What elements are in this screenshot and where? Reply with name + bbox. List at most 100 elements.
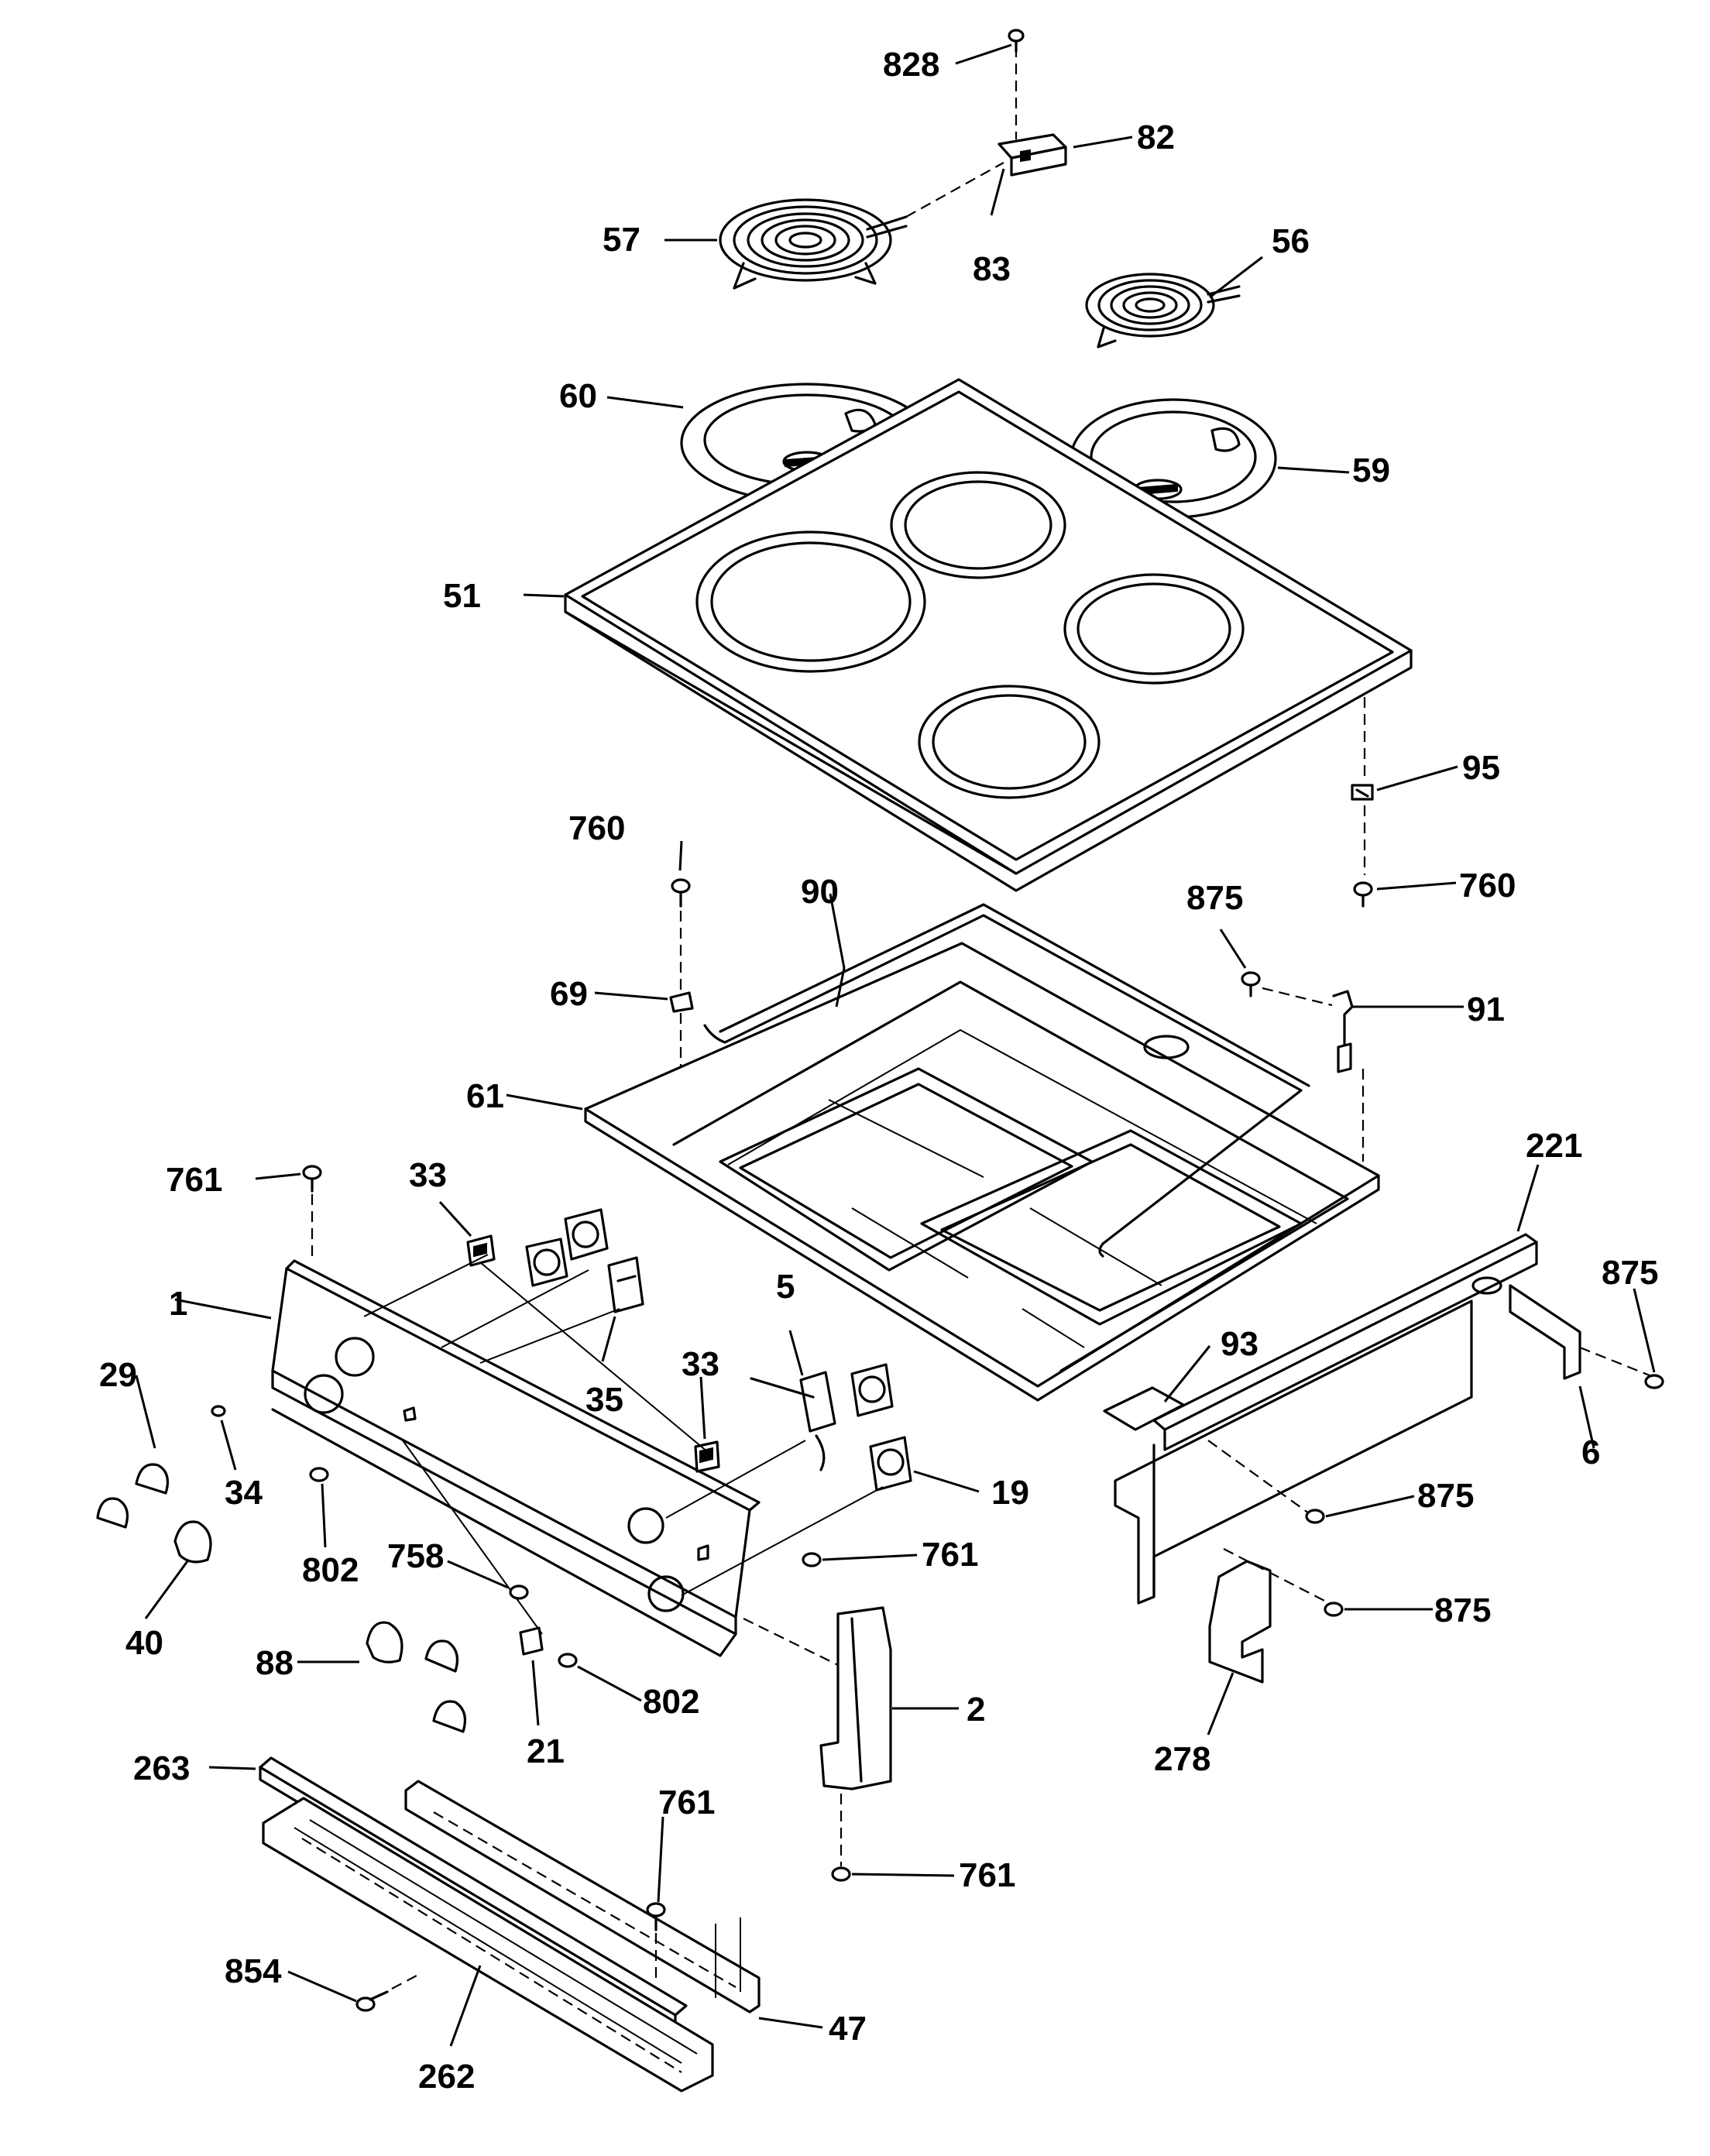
- callout-802-right: 802: [643, 1683, 699, 1721]
- knob-88c: [432, 1700, 466, 1733]
- cooktop-51: [564, 378, 1413, 892]
- screw-761-top: [302, 1165, 322, 1193]
- callout-35: 35: [585, 1381, 623, 1419]
- callout-278: 278: [1154, 1740, 1210, 1778]
- callout-875-low: 875: [1434, 1591, 1491, 1629]
- signal-light-21: [519, 1626, 544, 1656]
- callout-59: 59: [1352, 451, 1390, 489]
- callout-88: 88: [256, 1644, 294, 1682]
- callout-6: 6: [1581, 1433, 1600, 1471]
- screw-875-bottom-path: [1207, 1440, 1310, 1514]
- screw-875-low: [1324, 1602, 1344, 1617]
- callout-61: 61: [466, 1077, 504, 1115]
- clip-69: [669, 991, 694, 1013]
- screw-854-path: [391, 1974, 419, 1989]
- screw-760-right: [1353, 881, 1373, 908]
- callout-40: 40: [125, 1624, 163, 1662]
- screw-875-mid: [1305, 1509, 1325, 1524]
- screw-875-right-path: [1579, 1346, 1650, 1377]
- callout-69: 69: [550, 975, 588, 1013]
- callout-802-left: 802: [302, 1551, 359, 1589]
- support-rod-90: [703, 903, 1310, 1258]
- callout-5: 5: [776, 1268, 795, 1306]
- infinite-switch-upper-a: [564, 1208, 609, 1261]
- callout-262: 262: [418, 2058, 475, 2096]
- callout-854: 854: [225, 1952, 282, 1990]
- callout-21: 21: [527, 1732, 565, 1770]
- switch-33-mid: [694, 1440, 720, 1473]
- knob-40: [173, 1520, 212, 1564]
- callout-875-mid: 875: [1417, 1477, 1474, 1515]
- bracket-91: [1332, 990, 1354, 1073]
- screw-34: [211, 1405, 226, 1417]
- wiring-lines: [363, 1254, 884, 1635]
- callout-19: 19: [991, 1474, 1029, 1512]
- screw-761-trim: [646, 1902, 666, 1931]
- back-panel: [1103, 1299, 1473, 1605]
- callout-1: 1: [169, 1285, 187, 1323]
- callout-29: 29: [99, 1356, 137, 1394]
- callout-875-right: 875: [1602, 1254, 1658, 1292]
- end-cap-2-path: [743, 1618, 843, 1866]
- callout-761-lower: 761: [959, 1856, 1015, 1894]
- trim-47: [404, 1780, 761, 2014]
- callout-47: 47: [829, 2010, 867, 2048]
- callout-761-mid: 761: [922, 1536, 978, 1574]
- side-bracket-6: [1509, 1284, 1581, 1380]
- element-57-to-receptacle: [905, 162, 1004, 218]
- switch-35: [607, 1256, 644, 1313]
- end-cap-2: [819, 1606, 892, 1790]
- callout-56: 56: [1272, 222, 1310, 260]
- surface-element-57: [719, 198, 908, 290]
- screw-761-mid: [802, 1552, 822, 1567]
- vent-trim-262: [262, 1797, 714, 2092]
- knob-29a: [96, 1497, 129, 1529]
- callout-828-top: 828: [883, 46, 939, 84]
- bracket-278: [1208, 1560, 1272, 1684]
- screw-854: [355, 1990, 389, 2012]
- callout-90: 90: [801, 873, 839, 911]
- callout-83: 83: [973, 250, 1011, 288]
- callout-60: 60: [559, 377, 597, 415]
- knob-29b: [135, 1463, 169, 1495]
- callout-33-mid: 33: [682, 1345, 719, 1383]
- knob-88a: [366, 1621, 403, 1663]
- infinite-switch-19: [869, 1436, 912, 1492]
- callout-91: 91: [1467, 990, 1505, 1028]
- main-top-61: [584, 942, 1380, 1402]
- rail-221: [1152, 1233, 1538, 1451]
- screw-761-lower: [831, 1866, 851, 1882]
- screw-758: [509, 1584, 529, 1600]
- callout-57: 57: [603, 221, 640, 259]
- knob-88b: [424, 1639, 458, 1673]
- callout-760-right: 760: [1459, 867, 1516, 905]
- callout-51: 51: [443, 577, 481, 615]
- infinite-switch-upper-b: [525, 1238, 568, 1287]
- screw-875-top-path: [1262, 987, 1333, 1007]
- callout-2: 2: [967, 1691, 985, 1729]
- leader-lines: [135, 43, 1656, 2047]
- screw-875-right: [1644, 1374, 1664, 1389]
- screw-802-left: [309, 1467, 329, 1482]
- callout-93: 93: [1221, 1325, 1258, 1363]
- callout-95: 95: [1462, 749, 1500, 787]
- callout-263: 263: [133, 1749, 190, 1787]
- callout-760-left: 760: [568, 809, 625, 847]
- callout-758: 758: [387, 1537, 444, 1575]
- screw-760-left: [671, 878, 691, 908]
- control-panel-1: [271, 1259, 761, 1657]
- clock-timer-5: [750, 1371, 836, 1471]
- surface-element-56: [1085, 273, 1241, 348]
- screw-875-top: [1241, 971, 1261, 997]
- screw-802-right: [558, 1653, 578, 1668]
- infinite-switch-5b: [850, 1363, 894, 1417]
- receptacle-82: [998, 133, 1067, 177]
- clip-95: [1351, 784, 1374, 801]
- switch-33-top: [466, 1234, 496, 1267]
- screw-828: [1008, 29, 1025, 53]
- screw-875-low-path: [1223, 1548, 1330, 1604]
- callout-761-top: 761: [166, 1161, 222, 1199]
- callout-221: 221: [1526, 1127, 1582, 1165]
- callout-33-top: 33: [409, 1156, 447, 1194]
